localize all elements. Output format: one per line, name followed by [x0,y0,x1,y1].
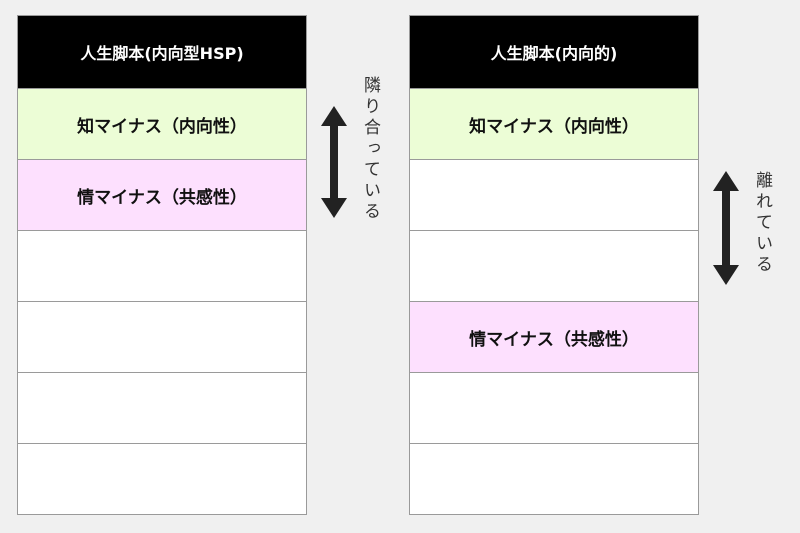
adjacent-annotation: 隣り合っている [360,76,380,223]
right-table-row [410,159,698,230]
left-table-header: 人生脚本(内向型HSP) [18,16,306,88]
left-table-row: 知マイナス（内向性） [18,88,306,159]
left-table-row [18,372,306,443]
right-table-row [410,230,698,301]
left-table-row: 情マイナス（共感性） [18,159,306,230]
separated-annotation: 離れている [752,171,772,276]
left-table-row [18,230,306,301]
right-table-row [410,443,698,514]
right-table-row: 情マイナス（共感性） [410,301,698,372]
left-script-table: 人生脚本(内向型HSP) 知マイナス（内向性） 情マイナス（共感性） [17,15,307,515]
left-table-row [18,443,306,514]
right-table-row: 知マイナス（内向性） [410,88,698,159]
double-headed-vertical-arrow-icon [321,106,347,218]
left-table-row [18,301,306,372]
right-table-row [410,372,698,443]
right-script-table: 人生脚本(内向的) 知マイナス（内向性） 情マイナス（共感性） [409,15,699,515]
double-headed-vertical-arrow-icon [713,171,739,285]
right-table-header: 人生脚本(内向的) [410,16,698,88]
